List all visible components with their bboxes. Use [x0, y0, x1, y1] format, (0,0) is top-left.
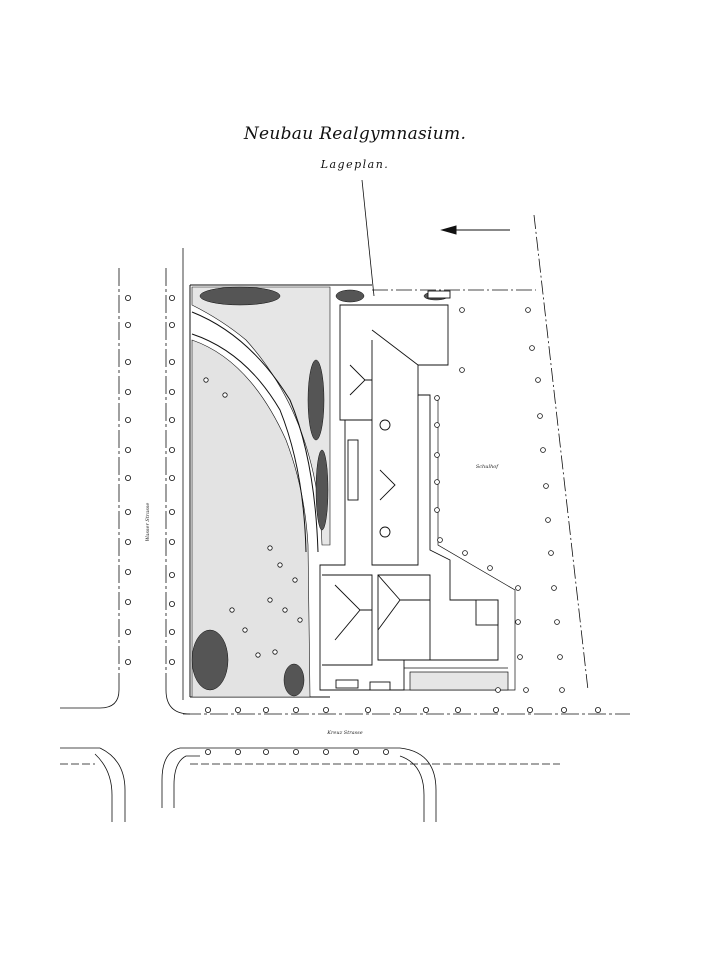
west-street: [60, 248, 191, 715]
east-yard-outline: [404, 395, 516, 691]
west-street-trees: [125, 294, 175, 666]
garden-trees: [203, 377, 303, 658]
school-building: [319, 290, 499, 691]
south-street-trees: [204, 707, 602, 756]
south-street-label: Kreuz Strasse: [326, 730, 362, 736]
plan-title: Neubau Realgymnasium.: [243, 124, 467, 144]
yard-label: Schulhof: [476, 464, 499, 470]
garden: [191, 286, 331, 698]
south-street: [60, 713, 630, 822]
west-street-label: Wasser Strasse: [145, 503, 151, 542]
plan-subtitle: Lageplan.: [320, 158, 390, 171]
leader-line: [361, 179, 375, 297]
east-boundary-line: [533, 214, 589, 691]
east-yard-trees: [434, 307, 565, 693]
north-arrow: [440, 225, 510, 235]
